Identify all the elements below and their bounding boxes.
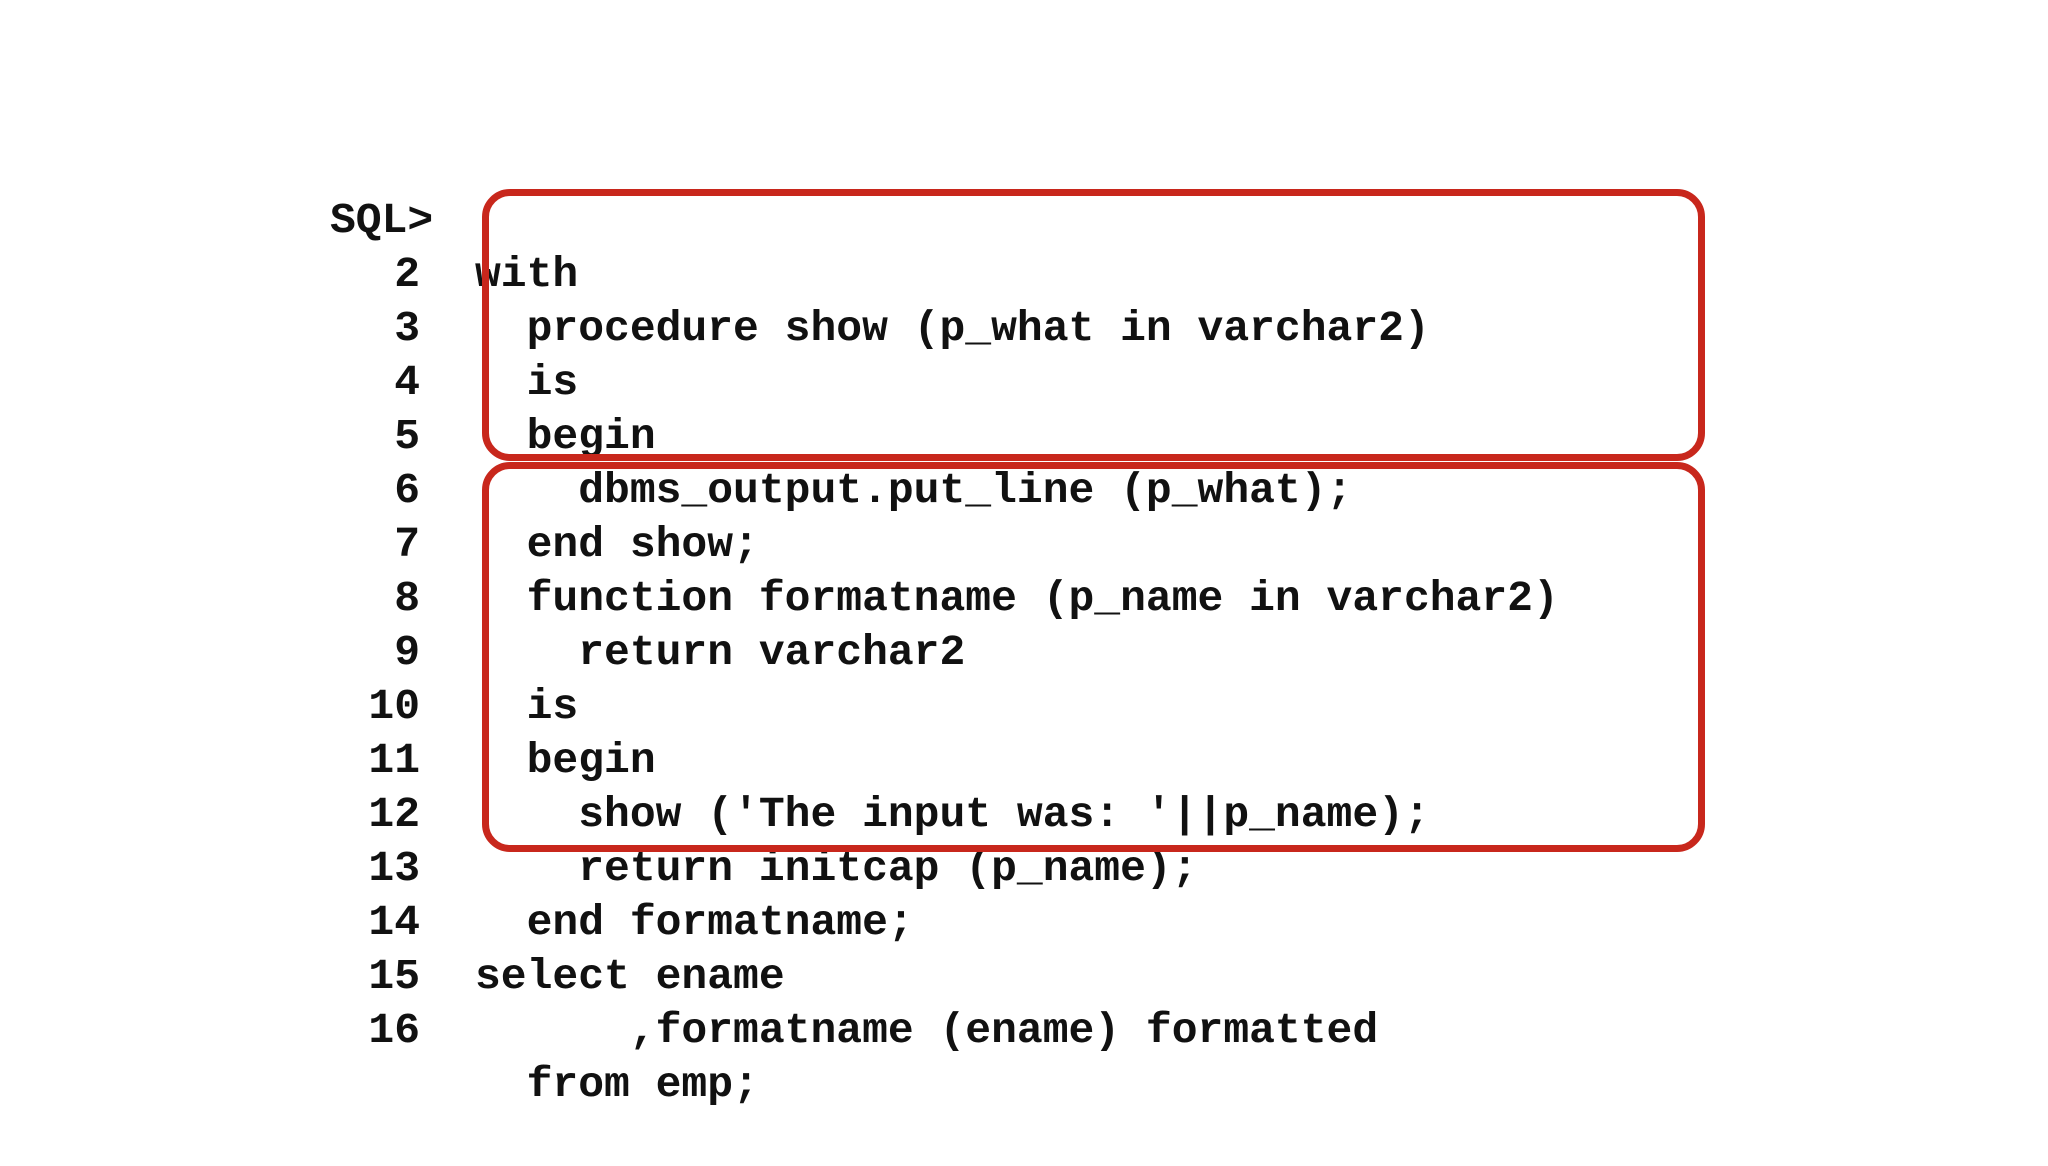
code-line-2: 2 procedure show (p_what in varchar2) — [330, 194, 1430, 353]
code-line-7: 7 function formatname (p_name in varchar… — [330, 464, 1559, 623]
code-text: is — [475, 358, 579, 407]
code-line-8: 8 return varchar2 — [330, 518, 965, 677]
code-line-13: 13 end formatname; — [330, 788, 913, 947]
code-line-4: 4 begin — [330, 302, 655, 461]
code-text: begin — [475, 736, 656, 785]
line-number: 10 — [368, 682, 420, 731]
line-number: 12 — [368, 790, 420, 839]
code-text: select ename — [475, 952, 785, 1001]
line-number: 14 — [368, 898, 420, 947]
code-text: dbms_output.put_line (p_what); — [475, 466, 1353, 515]
code-text: is — [475, 682, 579, 731]
line-number: 7 — [394, 520, 420, 569]
code-line-14: 14 select ename — [330, 842, 784, 1001]
line-number: 9 — [394, 628, 420, 677]
line-number: 5 — [394, 412, 420, 461]
code-line-12: 12 return initcap (p_name); — [330, 734, 1197, 893]
line-number: 4 — [394, 358, 420, 407]
code-line-11: 11 show ('The input was: '||p_name); — [330, 680, 1429, 839]
code-text: with — [475, 250, 579, 299]
code-text: show ('The input was: '||p_name); — [475, 790, 1430, 839]
code-line-9: 9 is — [330, 572, 578, 731]
code-text: procedure show (p_what in varchar2) — [475, 304, 1430, 353]
code-text: return initcap (p_name); — [475, 844, 1198, 893]
code-text: begin — [475, 412, 656, 461]
code-line-3: 3 is — [330, 248, 578, 407]
line-number: 16 — [368, 1006, 420, 1055]
line-number: 3 — [394, 304, 420, 353]
code-line-1: SQL> with — [330, 140, 578, 299]
sql-code-block: SQL> with 2 procedure show (p_what in va… — [330, 140, 1730, 1109]
code-text: from emp; — [475, 1060, 759, 1109]
code-text: end show; — [475, 520, 759, 569]
code-text: end formatname; — [475, 898, 914, 947]
code-line-15: 15 ,formatname (ename) formatted — [330, 896, 1378, 1055]
code-line-10: 10 begin — [330, 626, 655, 785]
line-number: 8 — [394, 574, 420, 623]
line-number: 11 — [368, 736, 420, 785]
sql-prompt: SQL> — [330, 196, 434, 245]
line-number: 2 — [394, 250, 420, 299]
code-line-16: 16 from emp; — [330, 950, 758, 1109]
code-text: return varchar2 — [475, 628, 966, 677]
code-line-5: 5 dbms_output.put_line (p_what); — [330, 356, 1352, 515]
code-text: ,formatname (ename) formatted — [475, 1006, 1379, 1055]
line-number: 6 — [394, 466, 420, 515]
line-number: 13 — [368, 844, 420, 893]
code-text: function formatname (p_name in varchar2) — [475, 574, 1559, 623]
code-line-6: 6 end show; — [330, 410, 759, 569]
line-number: 15 — [368, 952, 420, 1001]
